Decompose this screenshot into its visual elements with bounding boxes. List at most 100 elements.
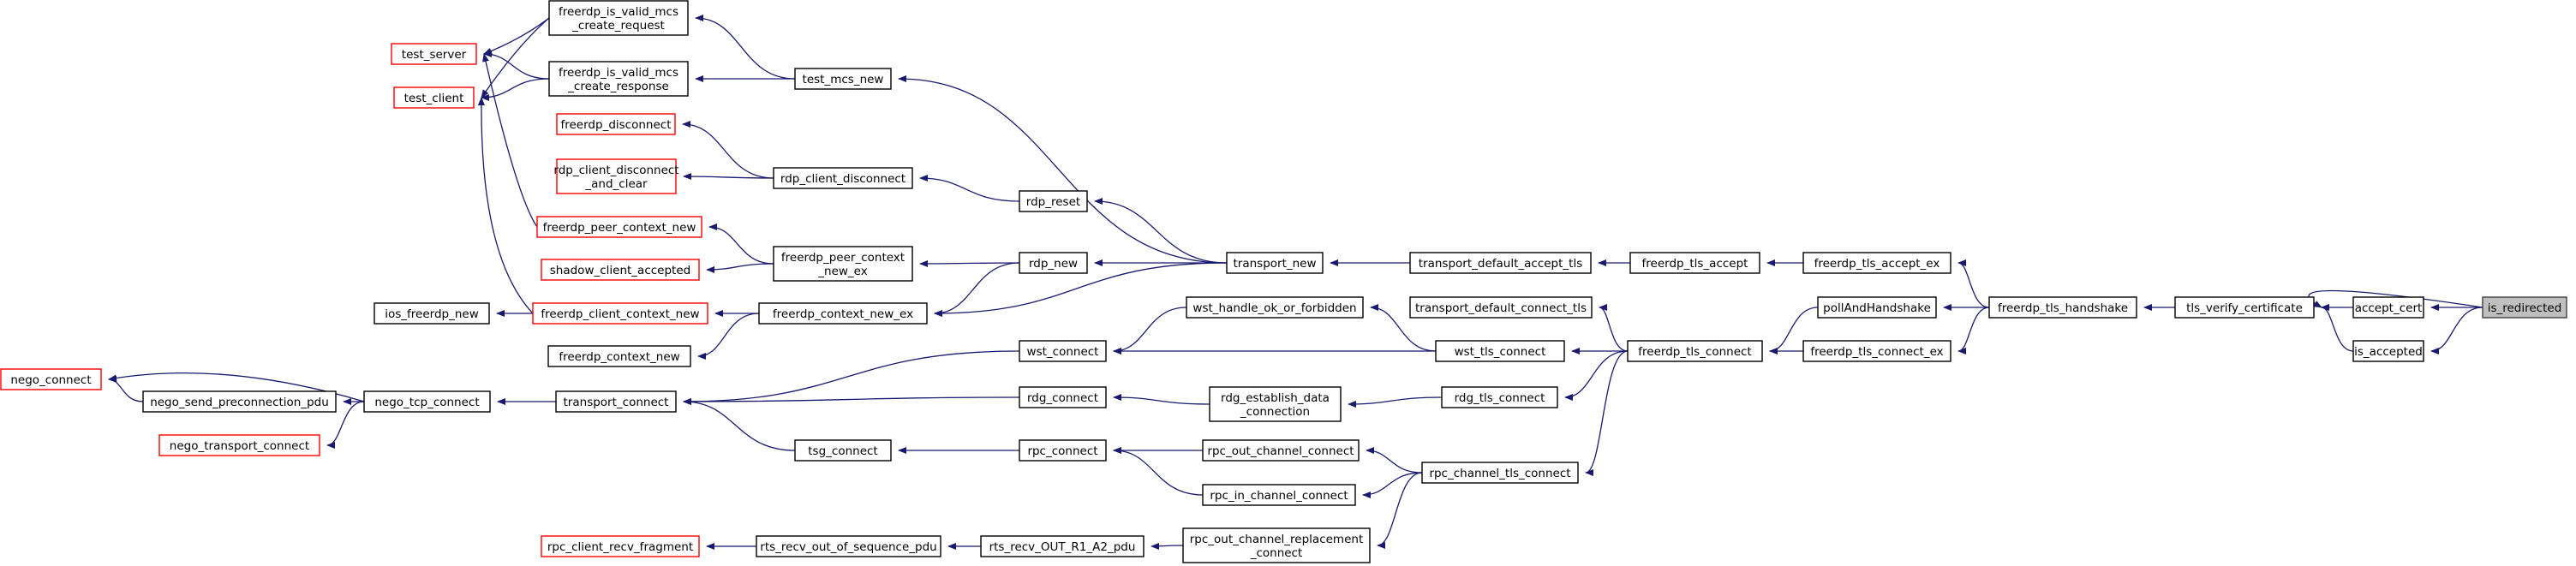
node-fpcne[interactable]: freerdp_peer_context_new_ex bbox=[773, 246, 913, 282]
node-rdg-connect[interactable]: rdg_connect bbox=[1019, 386, 1107, 408]
node-fcn[interactable]: freerdp_context_new bbox=[547, 345, 691, 367]
node-wst-handle[interactable]: wst_handle_ok_or_forbidden bbox=[1186, 296, 1364, 319]
node-rdg-est[interactable]: rdg_establish_data_connection bbox=[1209, 386, 1342, 422]
node-test-server[interactable]: test_server bbox=[391, 43, 477, 65]
node-tls-verify[interactable]: tls_verify_certificate bbox=[2174, 296, 2315, 319]
node-ntrc[interactable]: nego_transport_connect bbox=[158, 434, 320, 456]
node-rpc-out[interactable]: rpc_out_channel_connect bbox=[1202, 439, 1360, 462]
node-box bbox=[1435, 340, 1565, 362]
node-box bbox=[391, 43, 477, 65]
node-fconnect-ex[interactable]: freerdp_tls_connect_ex bbox=[1802, 340, 1951, 362]
node-test-mcs-new[interactable]: test_mcs_new bbox=[794, 68, 892, 90]
node-label: tsg_connect bbox=[808, 444, 877, 458]
edge-rdg-est-to-rdg-tls bbox=[1348, 396, 1443, 408]
node-rdp-new[interactable]: rdp_new bbox=[1019, 252, 1088, 274]
node-nego-connect[interactable]: nego_connect bbox=[0, 368, 102, 390]
node-fconnect[interactable]: freerdp_tls_connect bbox=[1627, 340, 1763, 362]
edge-path bbox=[1585, 350, 1629, 476]
node-box bbox=[773, 167, 913, 189]
edge-rdg-tls-to-fconnect bbox=[1564, 350, 1629, 401]
node-test-client[interactable]: test_client bbox=[393, 86, 475, 109]
node-box bbox=[2174, 296, 2315, 319]
node-fdisc[interactable]: freerdp_disconnect bbox=[556, 113, 676, 135]
node-label: freerdp_client_context_new bbox=[541, 307, 699, 321]
node-box bbox=[1202, 439, 1360, 462]
node-rpc-in[interactable]: rpc_in_channel_connect bbox=[1202, 484, 1356, 506]
edge-test-client-to-fivmreq bbox=[481, 17, 550, 98]
node-pollhs[interactable]: pollAndHandshake bbox=[1817, 296, 1937, 319]
edge-path bbox=[1599, 304, 1629, 352]
node-box bbox=[1202, 484, 1356, 506]
node-label: transport_new bbox=[1233, 257, 1316, 271]
edge-fcn-to-fcne bbox=[697, 313, 760, 360]
edge-path bbox=[1366, 447, 1423, 474]
edge-faccept-ex-to-fhandshake bbox=[1957, 259, 1990, 308]
edge-rpc-out-to-rpc-tls bbox=[1366, 447, 1423, 474]
node-label: test_client bbox=[404, 92, 464, 105]
node-faccept-ex[interactable]: freerdp_tls_accept_ex bbox=[1802, 252, 1951, 274]
node-transport-new[interactable]: transport_new bbox=[1226, 252, 1324, 274]
edge-sca-to-fpcne bbox=[706, 263, 774, 273]
node-label: rpc_connect bbox=[1027, 444, 1097, 458]
edge-path bbox=[683, 350, 1020, 405]
node-rcdac[interactable]: rdp_client_disconnect_and_clear bbox=[553, 158, 679, 194]
edge-fivmreq-to-test-mcs-new bbox=[695, 15, 796, 80]
node-tdct[interactable]: transport_default_connect_tls bbox=[1409, 296, 1593, 319]
node-sca[interactable]: shadow_client_accepted bbox=[541, 259, 700, 281]
node-rpc-connect[interactable]: rpc_connect bbox=[1019, 439, 1107, 462]
node-label: freerdp_is_valid_mcs bbox=[559, 5, 678, 19]
edge-path bbox=[481, 78, 550, 101]
node-transport-connect[interactable]: transport_connect bbox=[555, 390, 677, 413]
node-wst-connect[interactable]: wst_connect bbox=[1019, 340, 1107, 362]
node-is-accepted[interactable]: is_accepted bbox=[2352, 340, 2424, 362]
edge-wst-handle-to-wst-tls bbox=[1370, 304, 1437, 352]
node-box bbox=[142, 390, 337, 413]
node-box bbox=[556, 158, 677, 194]
node-ntc[interactable]: nego_tcp_connect bbox=[363, 390, 491, 413]
edge-path bbox=[1113, 394, 1210, 405]
node-label: freerdp_tls_handshake bbox=[1998, 301, 2128, 315]
node-rpc-out-rep[interactable]: rpc_out_channel_replacement_connect bbox=[1182, 527, 1371, 563]
edge-path bbox=[326, 401, 365, 449]
node-fhandshake[interactable]: freerdp_tls_handshake bbox=[1988, 296, 2137, 319]
node-label: rts_recv_OUT_R1_A2_pdu bbox=[989, 540, 1136, 554]
node-label: rdp_client_disconnect bbox=[553, 164, 678, 177]
node-box bbox=[1627, 340, 1763, 362]
node-fivmresp[interactable]: freerdp_is_valid_mcs_create_response bbox=[548, 61, 689, 97]
node-rpc-tls[interactable]: rpc_channel_tls_connect bbox=[1421, 462, 1579, 484]
node-rcrf[interactable]: rpc_client_recv_fragment bbox=[541, 535, 700, 557]
node-nspp[interactable]: nego_send_preconnection_pdu bbox=[142, 390, 337, 413]
edge-path bbox=[683, 173, 774, 181]
node-rdp-cd[interactable]: rdp_client_disconnect bbox=[773, 167, 913, 189]
node-label: nego_tcp_connect bbox=[374, 396, 479, 409]
edge-path bbox=[898, 75, 1228, 264]
node-label: rpc_channel_tls_connect bbox=[1429, 467, 1570, 480]
node-tdat[interactable]: transport_default_accept_tls bbox=[1409, 252, 1592, 274]
node-label: is_redirected bbox=[2488, 301, 2562, 315]
edge-path bbox=[683, 398, 796, 451]
node-fccn[interactable]: freerdp_client_context_new bbox=[532, 302, 708, 325]
node-faccept[interactable]: freerdp_tls_accept bbox=[1629, 252, 1760, 274]
node-rdg-tls[interactable]: rdg_tls_connect bbox=[1441, 386, 1558, 408]
node-fcne[interactable]: freerdp_context_new_ex bbox=[758, 302, 928, 325]
node-ios-new[interactable]: ios_freerdp_new bbox=[374, 302, 490, 325]
node-rdp-reset[interactable]: rdp_reset bbox=[1019, 190, 1088, 212]
node-fivmreq[interactable]: freerdp_is_valid_mcs_create_request bbox=[548, 0, 689, 36]
node-tsg-connect[interactable]: tsg_connect bbox=[794, 439, 892, 462]
edge-rpc-out-rep-to-rpc-tls bbox=[1377, 472, 1423, 549]
node-rts-oos[interactable]: rts_recv_out_of_sequence_pdu bbox=[756, 535, 941, 557]
edge-test-server-to-fpcn bbox=[482, 53, 538, 228]
node-accept-cert[interactable]: accept_cert bbox=[2352, 296, 2424, 319]
edge-tdct-to-fconnect bbox=[1599, 304, 1629, 352]
node-box bbox=[773, 246, 913, 282]
node-is-redirected[interactable]: is_redirected bbox=[2482, 296, 2567, 319]
node-wst-tls[interactable]: wst_tls_connect bbox=[1435, 340, 1565, 362]
node-label: ios_freerdp_new bbox=[385, 307, 479, 321]
edge-test-server-to-fivmresp bbox=[483, 51, 550, 80]
node-box bbox=[158, 434, 320, 456]
edge-path bbox=[1094, 198, 1228, 264]
node-box bbox=[1209, 386, 1342, 422]
node-fpcn[interactable]: freerdp_peer_context_new bbox=[536, 216, 702, 238]
node-rts-recv-a2[interactable]: rts_recv_OUT_R1_A2_pdu bbox=[980, 535, 1145, 557]
